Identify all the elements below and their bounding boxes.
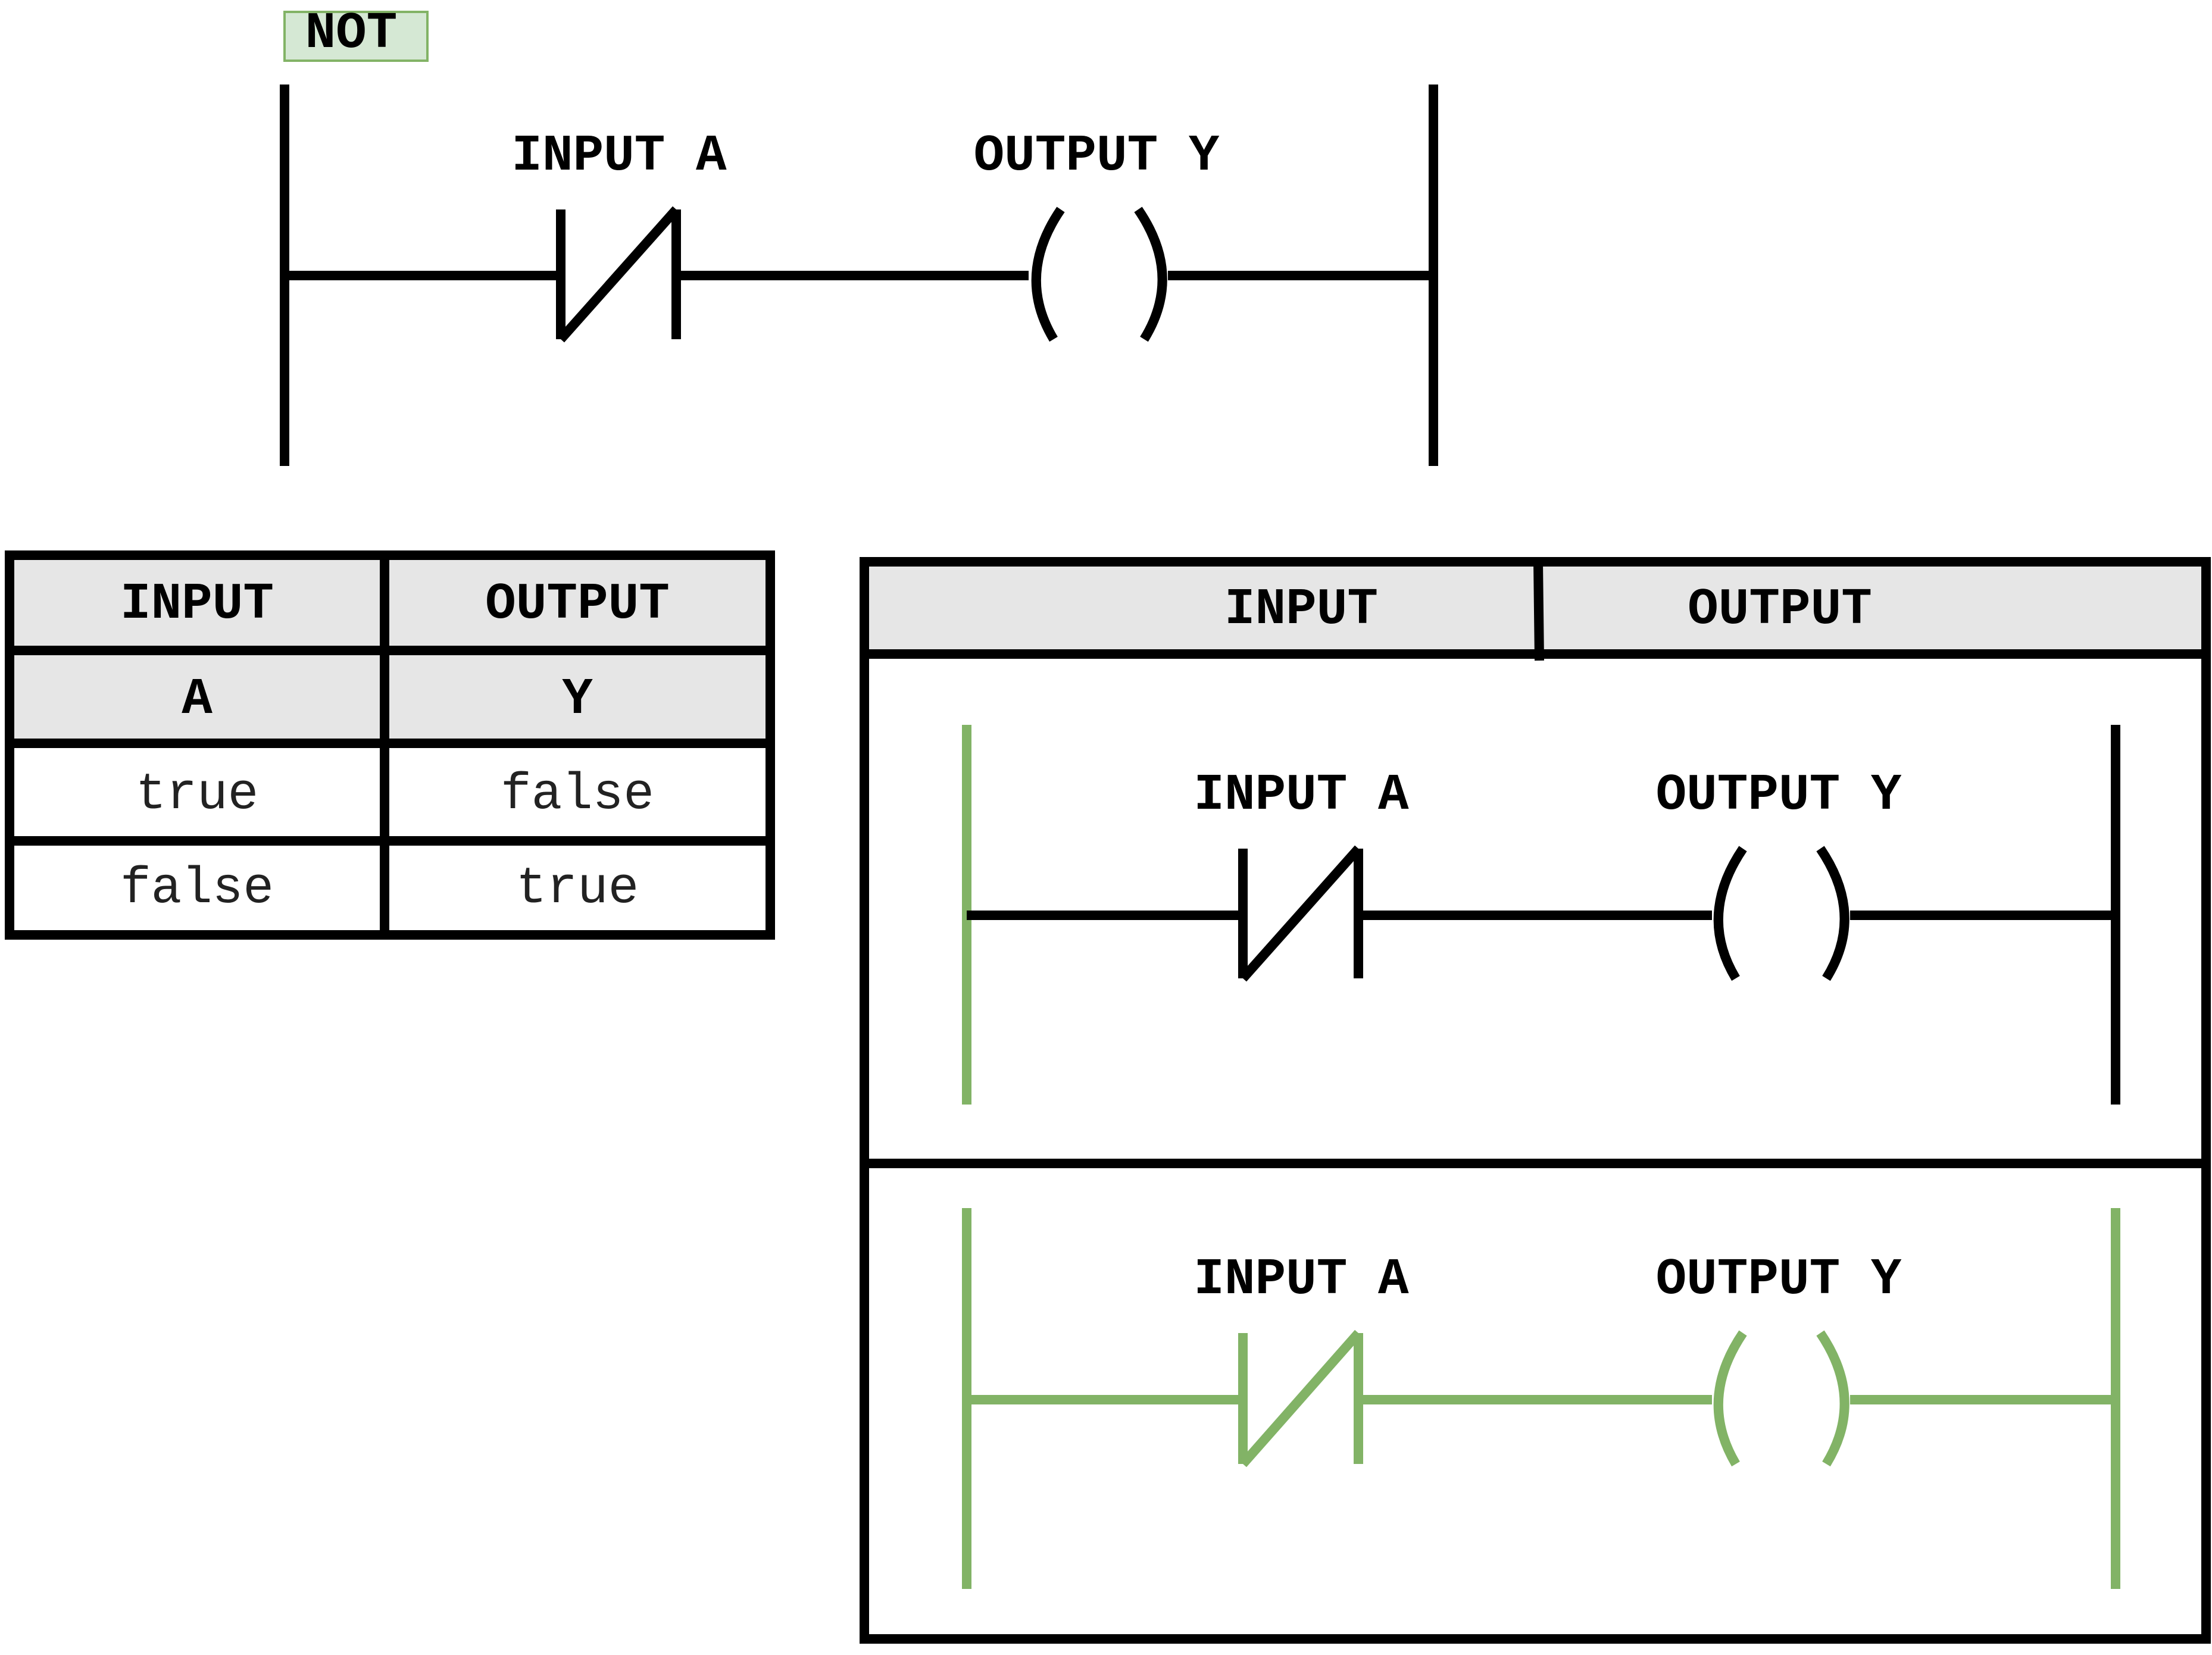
sim-rung-2 xyxy=(962,1208,2120,1589)
truth-table: INPUT OUTPUT A Y true false false true xyxy=(5,550,775,940)
normally-closed-contact-energized xyxy=(1238,1329,1363,1468)
sim-rung-1-coil-label: OUTPUT Y xyxy=(1656,766,1902,824)
title-badge: NOT xyxy=(283,4,429,62)
normally-closed-contact xyxy=(556,206,681,343)
truth-table-cell: false xyxy=(120,859,274,918)
output-coil-energized xyxy=(1713,1330,1849,1467)
sim-rung-2-contact-label: INPUT A xyxy=(1194,1250,1409,1309)
truth-table-subheader-y: Y xyxy=(562,670,593,728)
truth-table-header-output: OUTPUT xyxy=(485,575,670,633)
truth-table-header-input: INPUT xyxy=(120,575,274,633)
normally-closed-contact xyxy=(1238,845,1363,982)
top-contact-label: INPUT A xyxy=(511,127,727,185)
sim-rung-2-coil-label: OUTPUT Y xyxy=(1656,1250,1902,1309)
truth-table-cell: false xyxy=(501,765,654,824)
title-badge-text: NOT xyxy=(305,4,398,62)
simulation-panel: INPUT OUTPUT INPUT A OUT xyxy=(860,557,2211,1644)
top-coil-label: OUTPUT Y xyxy=(974,127,1220,185)
title-badge-box xyxy=(283,11,429,62)
truth-table-cell: true xyxy=(136,765,258,824)
sim-rung-1 xyxy=(962,725,2120,1105)
truth-table-cell: true xyxy=(516,859,639,918)
truth-table-subheader-a: A xyxy=(182,670,213,728)
top-rung xyxy=(280,85,1438,466)
output-coil xyxy=(1031,207,1167,342)
sim-panel-header-output: OUTPUT xyxy=(1688,580,1872,639)
sim-panel-header-input: INPUT xyxy=(1224,580,1378,639)
sim-rung-1-contact-label: INPUT A xyxy=(1194,766,1409,824)
output-coil xyxy=(1713,846,1849,981)
